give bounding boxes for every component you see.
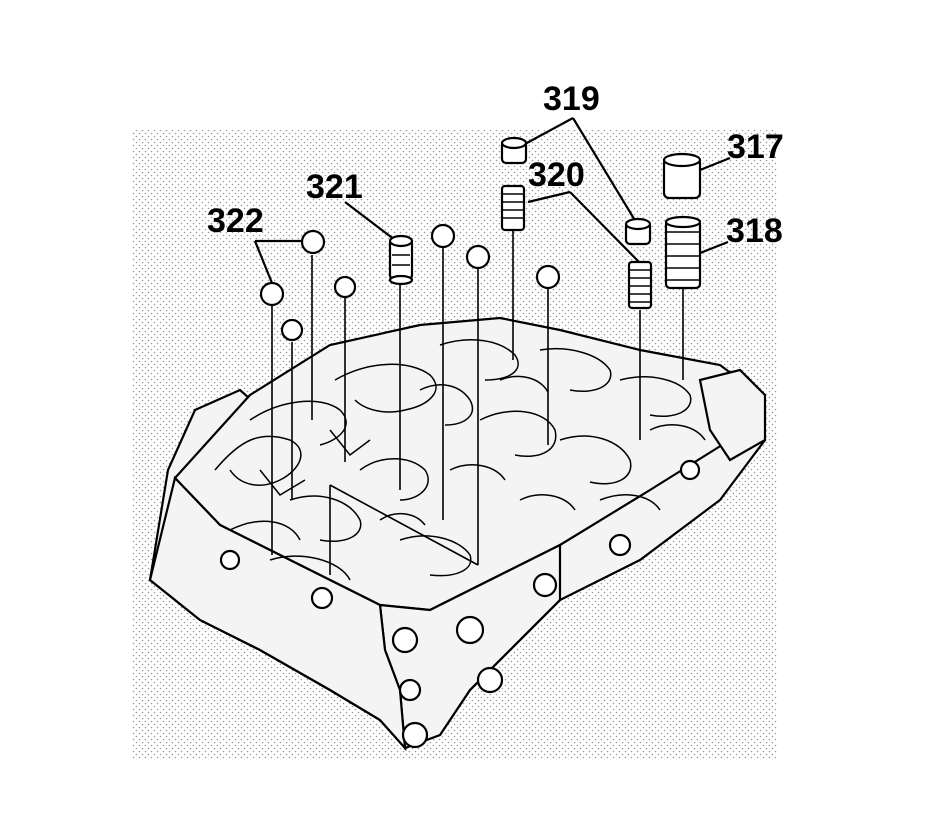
checkball-parts <box>259 223 561 342</box>
callout-317: 317 <box>727 128 784 166</box>
part-320-springs <box>500 184 653 310</box>
callout-321: 321 <box>306 168 363 206</box>
callout-319: 319 <box>543 80 600 118</box>
callout-320: 320 <box>528 156 585 194</box>
part-317-cap <box>662 152 702 200</box>
part-318-spring <box>664 215 702 290</box>
checkball-322-a <box>300 229 326 255</box>
callout-pointers <box>253 117 731 284</box>
valve-body-casting <box>148 316 767 752</box>
callout-318: 318 <box>726 212 783 250</box>
callout-322: 322 <box>207 202 264 240</box>
checkball-322-b <box>259 281 285 307</box>
leader-lines <box>271 230 684 575</box>
part-319-plugs <box>500 136 652 246</box>
part-321-filter <box>388 234 414 286</box>
